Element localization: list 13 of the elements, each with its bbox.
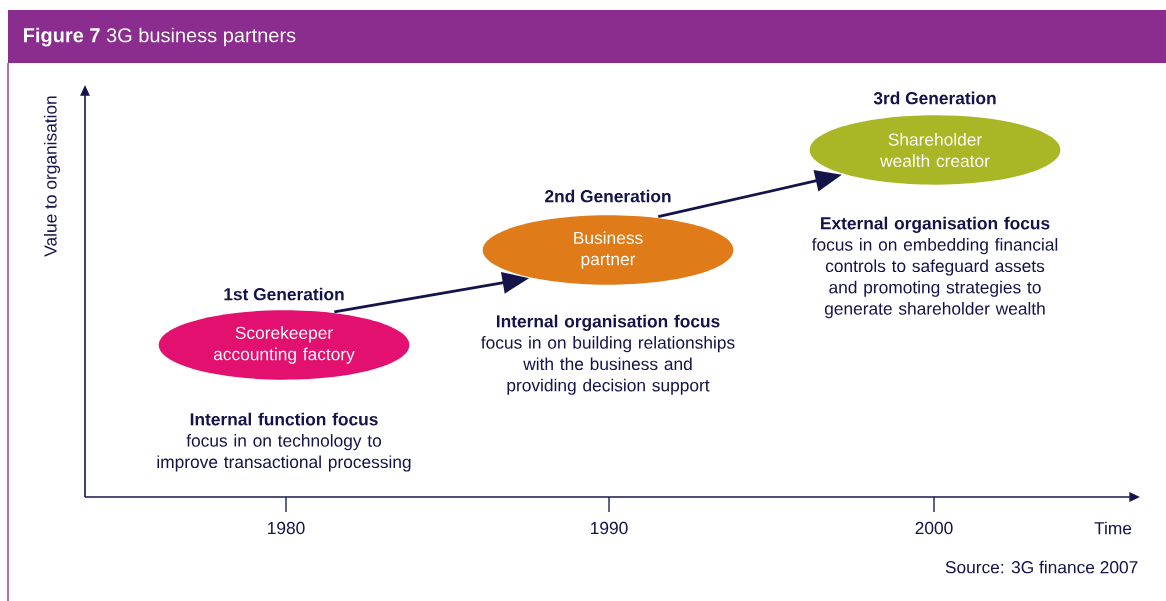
generation-heading: 2nd Generation <box>545 189 671 203</box>
axis-label: Value to organisation <box>43 96 61 257</box>
tick-label: 1980 <box>268 521 305 535</box>
title-bar: Figure 7 3G business partners <box>8 10 1166 63</box>
generation-heading: 3rd Generation <box>873 91 996 105</box>
focus-description: Internal function focus focus in on technology to improve transactional processing <box>157 412 411 472</box>
focus-description: Internal organisation focus focus in on building relationships with the business and providing decision support <box>481 314 735 395</box>
tick-label: 1990 <box>591 521 628 535</box>
focus-description: External organisation focus focus in on embedding financial controls to safeguard assets and promoting strategies to generate shareholder wealth <box>811 216 1058 319</box>
generation-heading: 1st Generation <box>224 287 344 301</box>
axis-label: Time <box>1094 521 1132 535</box>
source-note: Source: 3G finance 2007 <box>945 560 1138 574</box>
tick-label: 2000 <box>915 521 953 535</box>
